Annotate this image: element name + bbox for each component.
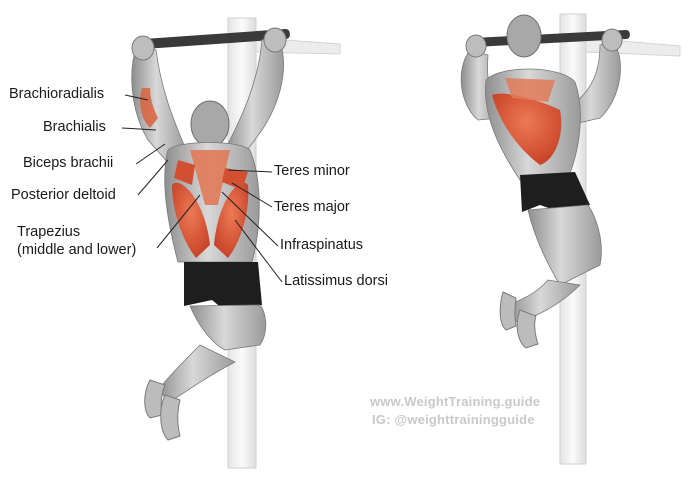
right-thighs	[528, 205, 601, 285]
label-teres-minor: Teres minor	[274, 163, 350, 180]
label-brachioradialis: Brachioradialis	[9, 86, 104, 103]
left-shorts	[184, 262, 262, 310]
right-hand-left	[466, 35, 486, 57]
left-head	[191, 101, 229, 147]
right-hand-right	[602, 29, 622, 51]
label-biceps-brachii: Biceps brachii	[23, 155, 113, 172]
label-teres-major: Teres major	[274, 199, 350, 216]
label-trapezius-line1: Trapezius	[17, 224, 80, 241]
label-latissimus-dorsi: Latissimus dorsi	[284, 273, 388, 290]
left-thighs	[190, 305, 266, 350]
label-infraspinatus: Infraspinatus	[280, 237, 363, 254]
label-brachialis: Brachialis	[43, 119, 106, 136]
left-foot-2	[161, 395, 180, 440]
left-hand-right	[264, 28, 286, 52]
right-foot-2	[517, 310, 538, 348]
leader-posterior-deltoid	[138, 160, 168, 195]
right-foot-1	[500, 292, 516, 330]
left-hand-left	[132, 36, 154, 60]
watermark-instagram: IG: @weighttrainingguide	[372, 412, 535, 427]
watermark-website: www.WeightTraining.guide	[370, 394, 540, 409]
left-lower-legs	[158, 345, 235, 402]
right-head	[507, 15, 541, 57]
label-trapezius-line2: (middle and lower)	[17, 242, 136, 259]
label-posterior-deltoid: Posterior deltoid	[11, 187, 116, 204]
